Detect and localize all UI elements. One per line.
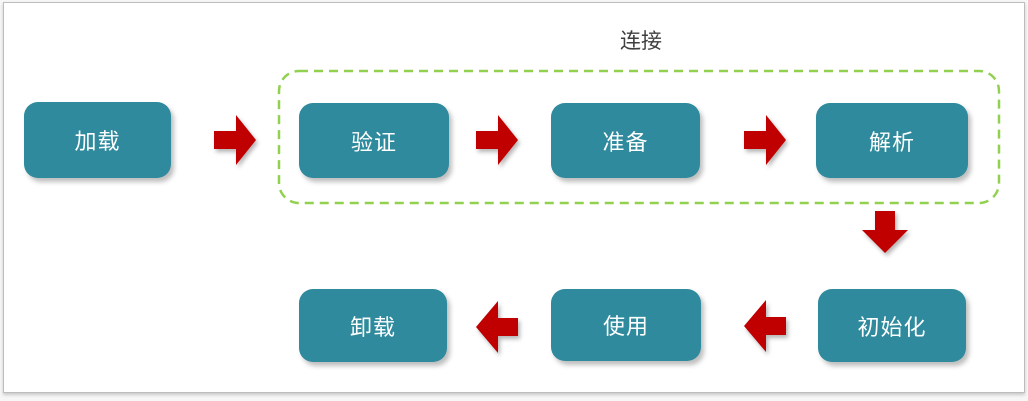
- node-verify: 验证: [299, 103, 449, 178]
- node-resolve: 解析: [816, 103, 968, 178]
- arrow-right-verify-to-prepare-icon: [476, 115, 518, 165]
- diagram-canvas: 连接 加载 验证 准备 解析 初始化 使用 卸载: [3, 2, 1025, 393]
- node-initialize: 初始化: [818, 289, 966, 362]
- linking-group-outline: [277, 69, 1001, 205]
- arrow-right-prepare-to-resolve-icon: [744, 115, 786, 165]
- arrow-left-use-to-unload-icon: [476, 301, 518, 353]
- node-prepare: 准备: [551, 103, 700, 178]
- node-verify-label: 验证: [350, 129, 397, 155]
- node-use-label: 使用: [602, 314, 649, 339]
- node-load: 加载: [24, 102, 171, 178]
- node-use: 使用: [551, 289, 701, 361]
- arrow-down-resolve-to-initialize-icon: [862, 211, 908, 253]
- arrow-left-initialize-to-use-icon: [744, 300, 786, 352]
- arrow-right-load-to-verify-icon: [214, 115, 256, 165]
- node-prepare-label: 准备: [602, 129, 649, 155]
- node-unload-label: 卸载: [349, 314, 396, 340]
- node-unload: 卸载: [299, 289, 447, 362]
- linking-group-label: 连接: [620, 30, 662, 53]
- node-load-label: 加载: [74, 129, 121, 154]
- node-resolve-label: 解析: [868, 129, 915, 155]
- node-initialize-label: 初始化: [857, 314, 927, 340]
